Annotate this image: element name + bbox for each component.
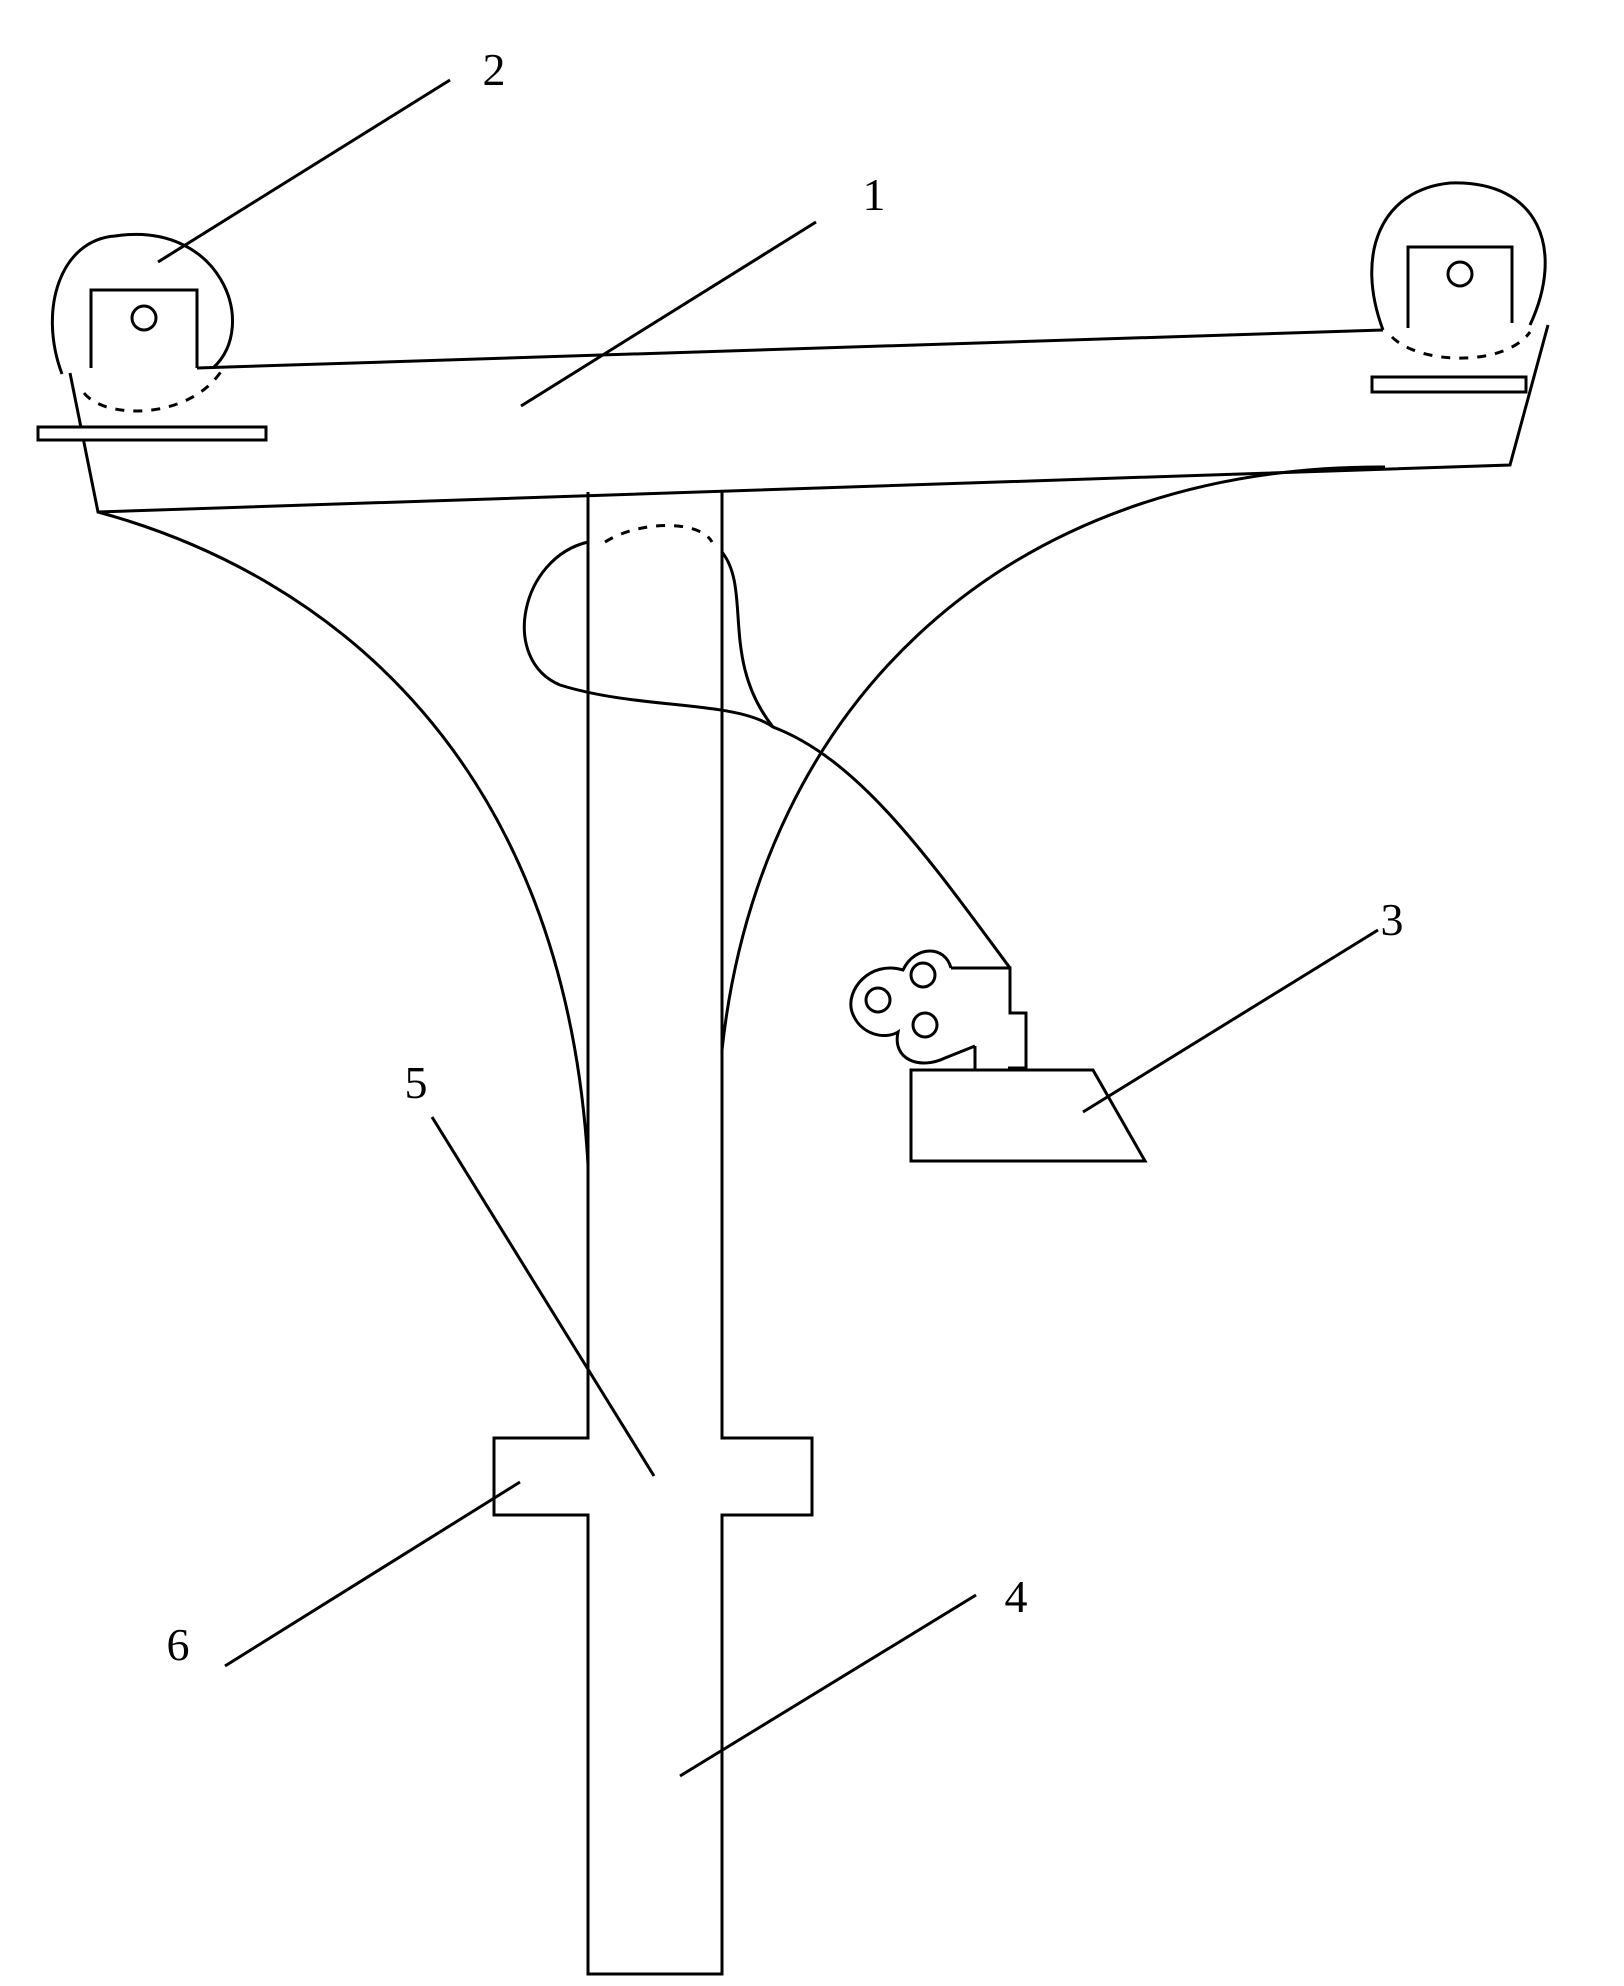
right-insulator-hidden-edge: [1390, 331, 1532, 360]
cross-arm-top-edge: [196, 328, 1384, 370]
clamp-hole-top: [909, 961, 937, 989]
cable: [523, 540, 1012, 969]
cable-branch: [720, 551, 775, 728]
clamp-body: [951, 966, 1028, 1070]
right-insulator-pin-hole: [1446, 260, 1474, 288]
label-6: 6: [167, 1619, 190, 1670]
leader-line-5: [430, 1116, 656, 1477]
right-brace: [720, 465, 1386, 1051]
pole-shaft: [492, 492, 814, 1976]
right-mounting-plate: [1370, 375, 1528, 394]
leader-line-1: [520, 220, 817, 408]
leader-line-3: [1082, 928, 1379, 1114]
left-insulator: [50, 232, 234, 375]
clamp-lobes: [849, 949, 976, 1065]
clamp-hole-left: [864, 986, 892, 1014]
label-5: 5: [405, 1057, 428, 1108]
leader-line-2: [157, 78, 451, 264]
left-brace: [97, 510, 590, 1166]
leader-line-6: [224, 1480, 521, 1668]
clamp-base: [909, 1068, 1148, 1163]
left-mounting-plate: [36, 425, 268, 442]
left-insulator-hidden-edge: [82, 369, 224, 413]
label-2: 2: [483, 44, 506, 95]
cross-arm: [68, 324, 1550, 514]
label-4: 4: [1005, 1571, 1028, 1622]
label-1: 1: [863, 169, 886, 220]
left-insulator-pin-hole: [130, 304, 158, 332]
label-3: 3: [1381, 894, 1404, 945]
cable-hidden-part: [604, 524, 714, 544]
clamp-hole-bottom: [911, 1011, 939, 1039]
leader-line-4: [679, 1593, 977, 1778]
right-insulator: [1370, 181, 1547, 331]
